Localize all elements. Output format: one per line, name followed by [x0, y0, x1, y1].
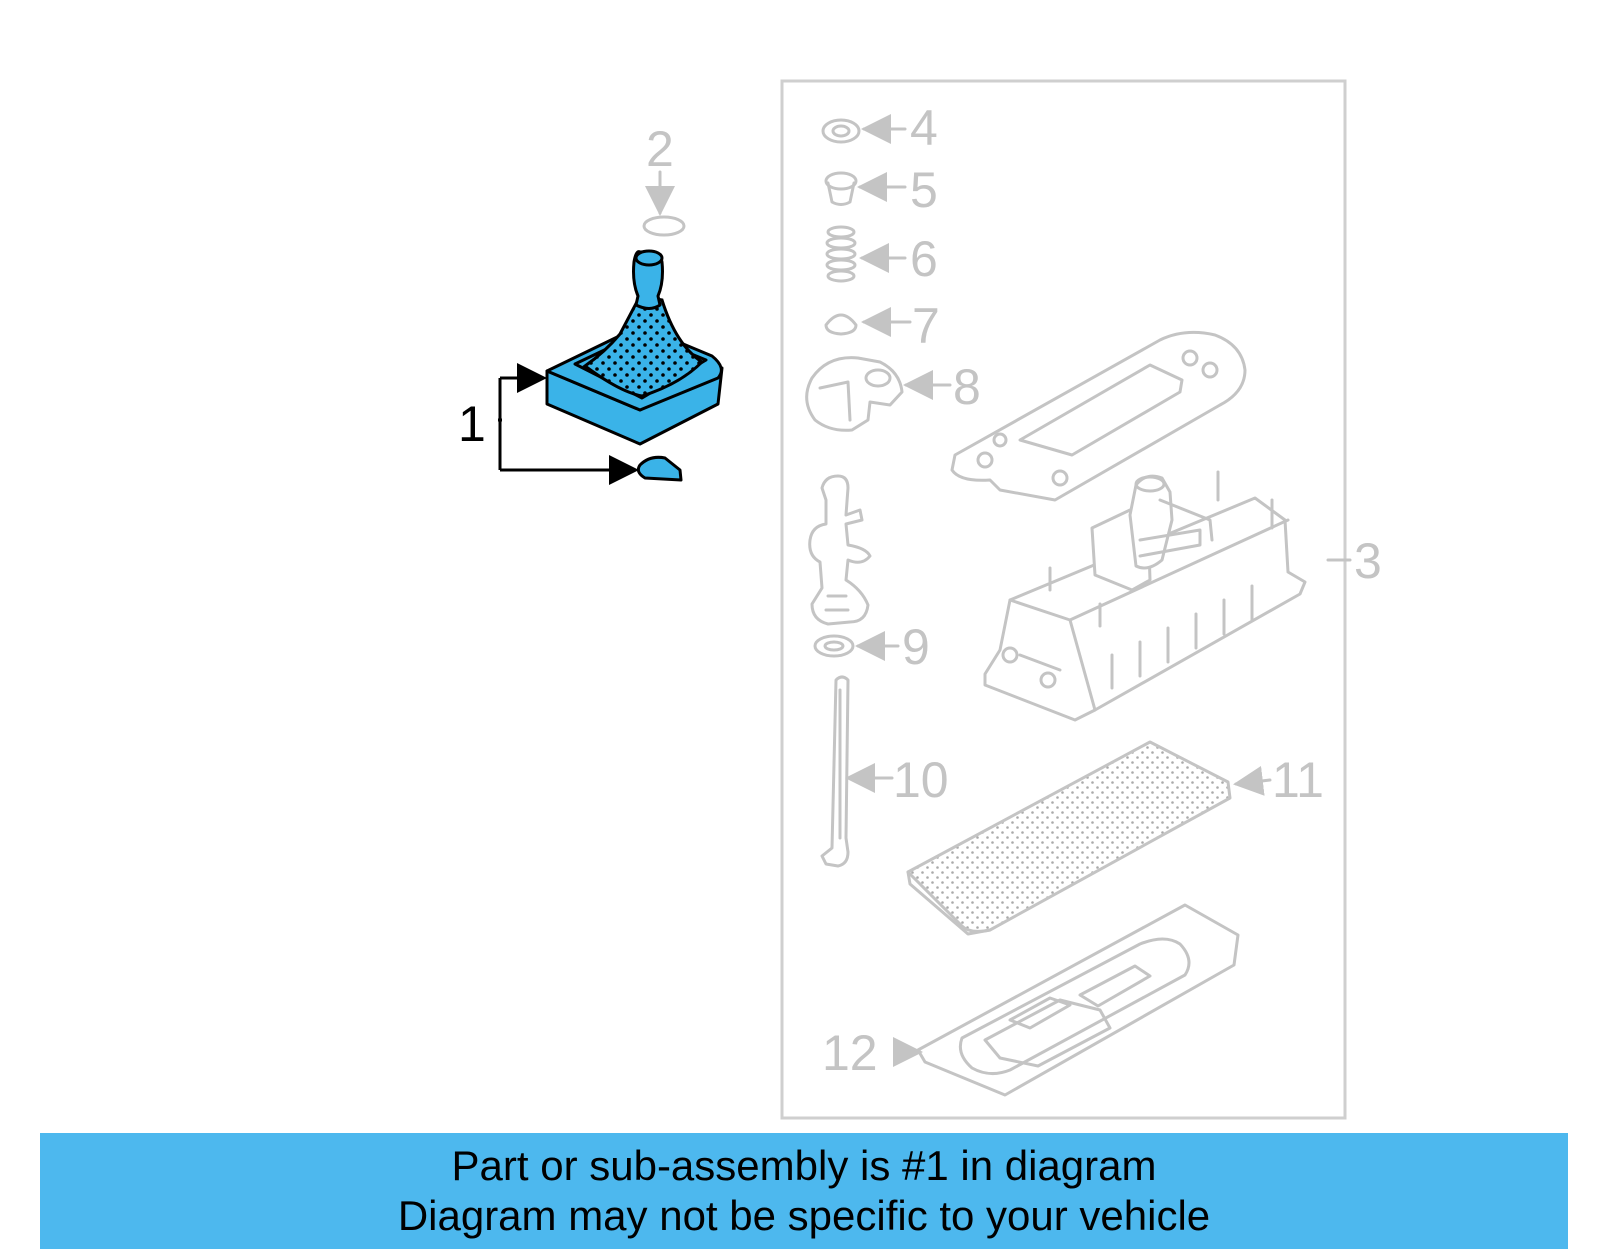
callout-3: 3 — [1354, 533, 1382, 589]
part-11-insulator-mat[interactable] — [906, 740, 1272, 936]
part-12-base-tray[interactable] — [893, 903, 1240, 1097]
callout-9: 9 — [902, 619, 930, 675]
callout-5: 5 — [910, 162, 938, 218]
callout-12: 12 — [822, 1025, 878, 1081]
callout-7: 7 — [912, 298, 940, 354]
part-10-rod[interactable] — [820, 675, 894, 868]
assembly-3-frame — [780, 79, 1347, 1120]
part-9-oring[interactable] — [813, 631, 900, 661]
banner-line-1: Part or sub-assembly is #1 in diagram — [451, 1142, 1157, 1189]
part-3-gasket[interactable] — [950, 330, 1247, 502]
part-5-bushing[interactable] — [824, 171, 907, 206]
callout-10: 10 — [893, 752, 949, 808]
shift-lever-assembly[interactable] — [808, 474, 872, 626]
callout-11: 11 — [1272, 752, 1324, 808]
part-3-shifter-housing[interactable] — [983, 470, 1352, 722]
callout-2: 2 — [646, 121, 674, 177]
callout-1: 1 — [458, 396, 486, 452]
part-8-bracket[interactable] — [805, 356, 952, 432]
part-1-leaders — [498, 363, 639, 485]
part-2-ring[interactable] — [642, 170, 686, 237]
callout-6: 6 — [910, 231, 938, 287]
info-banner: Part or sub-assembly is #1 in diagram Di… — [40, 1133, 1568, 1249]
callout-4: 4 — [910, 100, 938, 156]
part-7-cap[interactable] — [824, 307, 912, 337]
callout-8: 8 — [953, 359, 981, 415]
part-6-spring[interactable] — [825, 225, 907, 283]
banner-line-2: Diagram may not be specific to your vehi… — [397, 1192, 1211, 1239]
part-1-shift-knob-boot[interactable] — [545, 249, 724, 482]
part-4-washer[interactable] — [821, 114, 907, 144]
